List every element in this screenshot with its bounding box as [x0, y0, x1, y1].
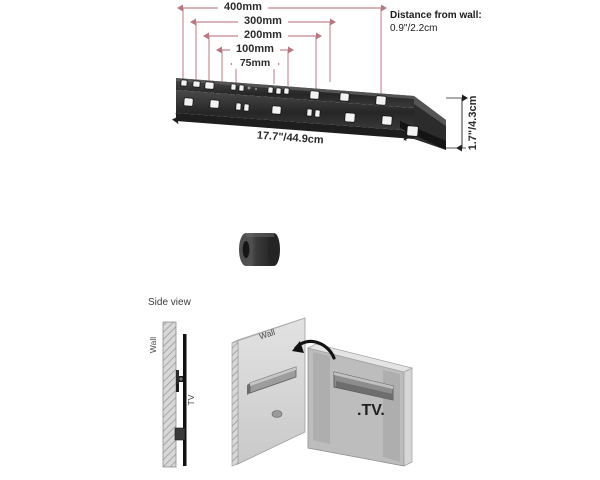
- dimension-400mm: 400mm: [177, 0, 387, 13]
- dimension-200mm: 200mm: [203, 28, 322, 41]
- bracket-height-label: 1.7"/4.3cm: [467, 95, 479, 150]
- dimension-400mm-label: 400mm: [224, 1, 262, 13]
- side-view-tv-panel: [183, 334, 187, 466]
- side-view-spacer: [174, 427, 186, 441]
- bracket-length-label: 17.7"/44.9cm: [256, 130, 324, 147]
- dimension-300mm-label: 300mm: [244, 15, 282, 27]
- side-view-wall: [162, 321, 177, 468]
- note-line-1: Distance from wall:: [390, 10, 482, 21]
- bracket-pilot-marks: [247, 86, 257, 90]
- perspective-wall-panel: Wall: [231, 317, 306, 467]
- dimension-75mm-label: 75mm: [240, 57, 270, 69]
- note-line-2: 0.9"/2.2cm: [390, 23, 437, 34]
- perspective-wall-rail: [247, 366, 297, 395]
- perspective-tv-label: .TV.: [357, 402, 385, 419]
- side-view-tv-label: TV: [186, 394, 196, 405]
- dimension-100mm: 100mm: [216, 42, 294, 55]
- dimension-300mm: 300mm: [190, 14, 336, 27]
- dimension-200mm-label: 200mm: [244, 29, 282, 41]
- bracket-top-holes: [180, 79, 387, 106]
- perspective-wall-label: Wall: [258, 327, 277, 342]
- perspective-tv-rail: [333, 371, 394, 401]
- spacer-body: [239, 233, 280, 266]
- dimension-75mm: 75mm: [230, 56, 280, 69]
- side-view-bracket: [176, 370, 183, 392]
- mounting-direction-arrow: [292, 339, 336, 360]
- perspective-wall-anchor: [271, 410, 283, 418]
- side-view-title: Side view: [148, 297, 192, 308]
- side-view-wall-label: Wall: [148, 337, 158, 353]
- perspective-tv-panel: .TV.: [306, 343, 414, 467]
- dimension-100mm-label: 100mm: [236, 43, 274, 55]
